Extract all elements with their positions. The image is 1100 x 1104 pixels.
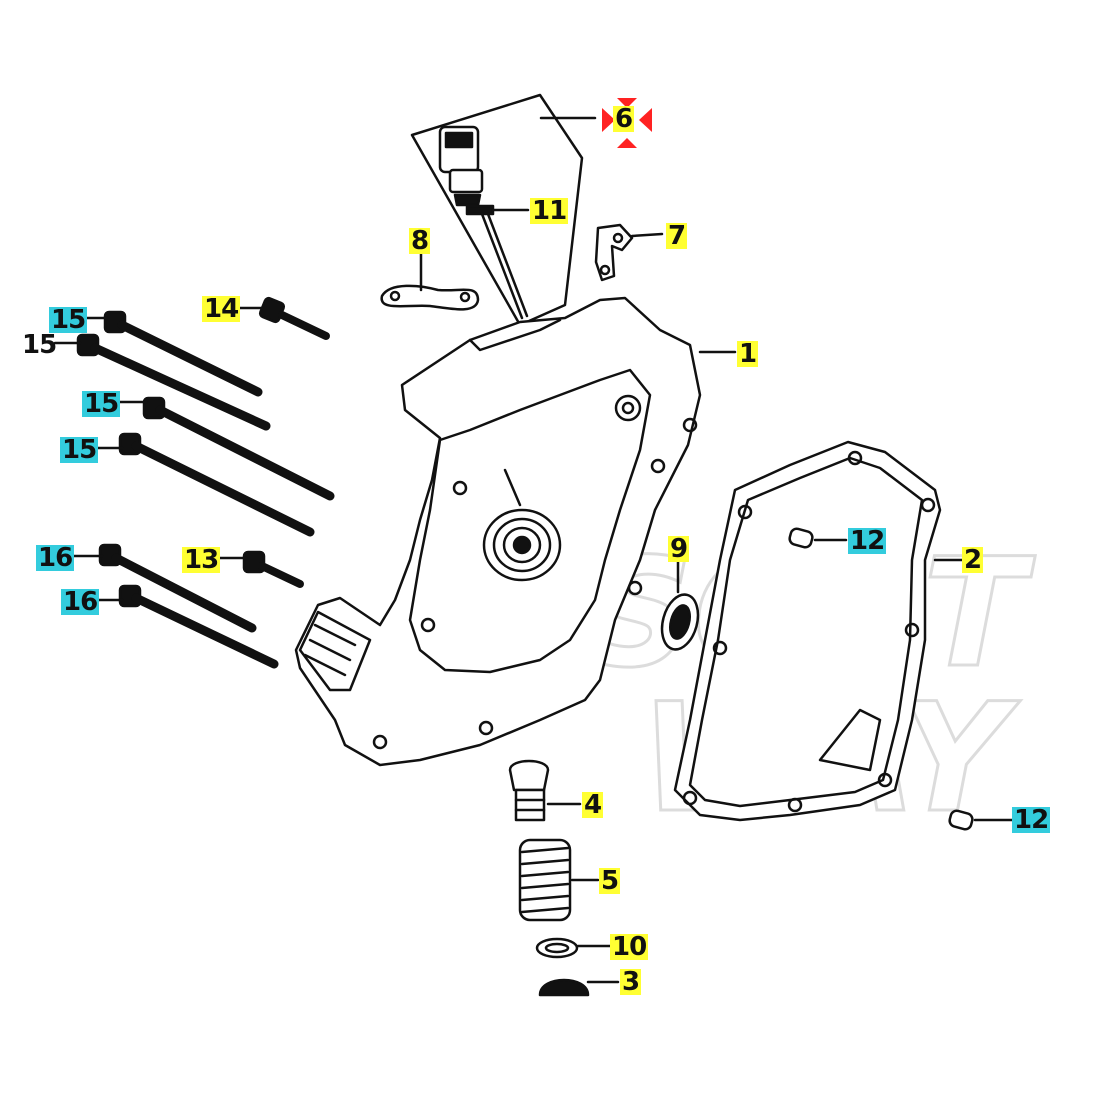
drain-plug-part-4[interactable] <box>508 759 582 822</box>
callout-15d[interactable]: 15 <box>60 435 99 465</box>
bolt-part-15b[interactable] <box>53 333 271 431</box>
callout-7[interactable]: 7 <box>666 221 688 251</box>
callout-12b[interactable]: 12 <box>1012 805 1051 835</box>
bolt-part-15a[interactable] <box>80 310 263 397</box>
bolt-part-15c[interactable] <box>116 396 335 501</box>
callout-16b[interactable]: 16 <box>61 587 100 617</box>
dowel-pin-part-12b[interactable] <box>948 809 1014 831</box>
callout-5[interactable]: 5 <box>599 866 621 896</box>
callout-3[interactable]: 3 <box>620 967 642 997</box>
bolt-part-13[interactable] <box>214 550 304 588</box>
callout-16a[interactable]: 16 <box>36 543 75 573</box>
oil-seal-part-9[interactable] <box>656 560 703 653</box>
bolt-part-15d[interactable] <box>94 432 315 537</box>
callout-12a[interactable]: 12 <box>848 526 887 556</box>
callout-1[interactable]: 1 <box>737 339 759 369</box>
callout-9[interactable]: 9 <box>668 534 690 564</box>
dowel-pin-part-12a[interactable] <box>788 527 848 549</box>
callout-2[interactable]: 2 <box>962 545 984 575</box>
bolt-part-14[interactable] <box>238 296 330 340</box>
crankcase-cover-part-1[interactable] <box>294 296 737 767</box>
callout-15c[interactable]: 15 <box>82 389 121 419</box>
o-ring-part-10[interactable] <box>535 937 612 959</box>
bracket-part-7[interactable] <box>594 223 664 282</box>
leader-7 <box>630 232 664 238</box>
callout-15a[interactable]: 15 <box>49 305 88 335</box>
callout-13[interactable]: 13 <box>182 545 221 575</box>
cap-part-3[interactable] <box>538 978 620 997</box>
callout-4[interactable]: 4 <box>582 790 604 820</box>
spring-part-5[interactable] <box>518 838 600 922</box>
callout-11[interactable]: 11 <box>530 196 569 226</box>
callout-14[interactable]: 14 <box>202 294 241 324</box>
bolt-part-16b[interactable] <box>96 584 279 669</box>
gasket-part-8[interactable] <box>380 250 480 311</box>
dipstick-assembly[interactable] <box>410 93 597 327</box>
bolt-part-16a[interactable] <box>70 543 257 633</box>
callout-8[interactable]: 8 <box>409 226 431 256</box>
callout-10[interactable]: 10 <box>610 932 649 962</box>
callout-6[interactable]: 6 <box>613 104 635 134</box>
selection-marker <box>602 98 652 148</box>
callout-15b[interactable]: 15 <box>22 330 57 360</box>
